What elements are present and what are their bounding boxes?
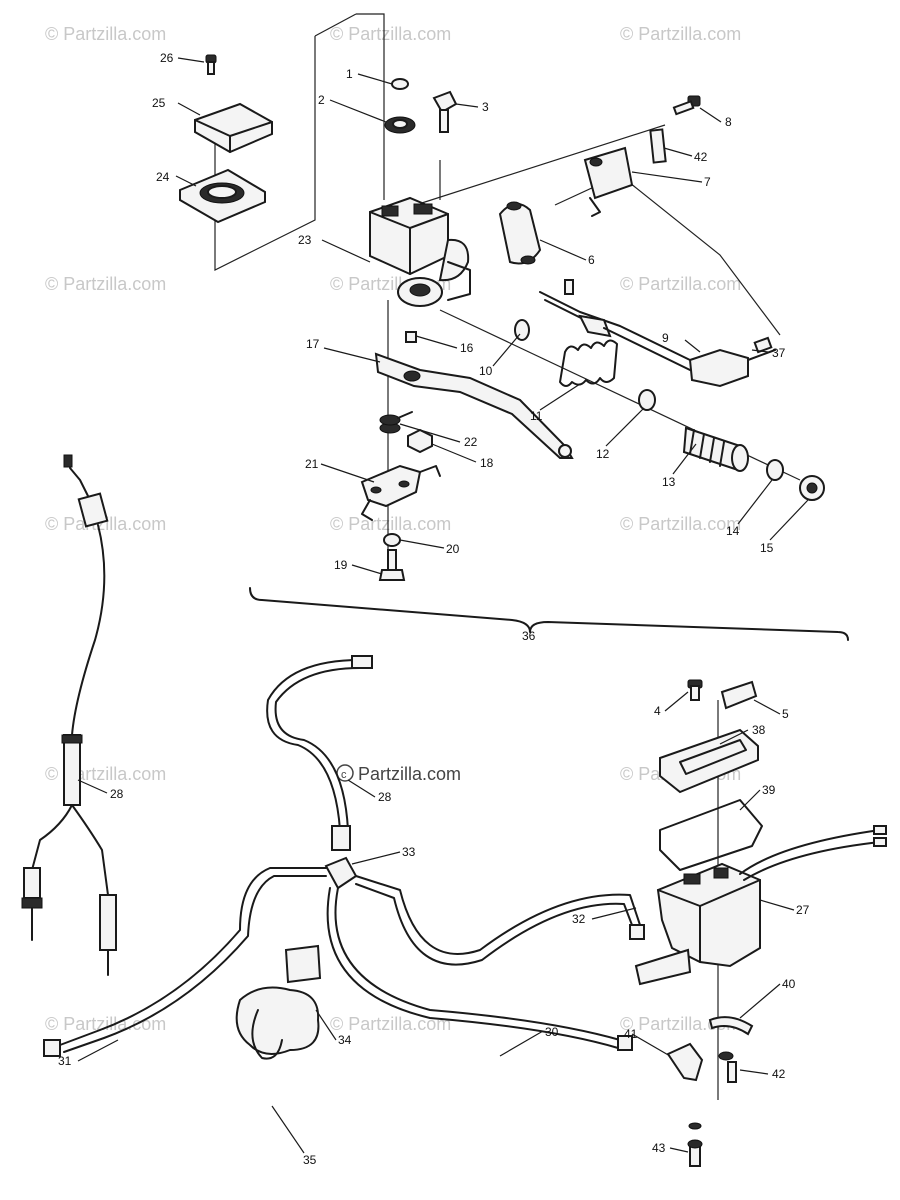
bolt-42 [727,1061,737,1083]
assembly-brace-36 [249,587,849,641]
callout-label: 38 [752,723,766,737]
nut-18 [407,428,433,454]
clip-40 [708,1016,754,1036]
diaphragm-24 [179,168,266,224]
master-cylinder-23 [369,196,471,307]
reservoir-cap-25 [194,102,273,154]
callout-label: 37 [772,346,786,360]
callout-label: 8 [725,115,732,129]
callout-label: 7 [704,175,711,189]
callout-label: 13 [662,475,676,489]
watermark-prominent-text: Partzilla.com [358,764,461,784]
watermark-text: © Partzilla.com [330,514,451,534]
spring-11 [559,339,618,387]
callout-label: 17 [306,337,320,351]
decal-42 [649,128,667,164]
master-cylinder-27 [634,679,887,1167]
watermark-text: © Partzilla.com [620,514,741,534]
cover-38 [659,728,759,794]
bracket-7 [583,146,634,217]
callout-label: 24 [156,170,170,184]
watermark-group: © Partzilla.com © Partzilla.com © Partzi… [45,24,741,1034]
clamp-6 [498,201,542,265]
callout-label: 6 [588,253,595,267]
callout-label: 30 [545,1025,559,1039]
ring-14 [766,459,784,481]
callout-label: 31 [58,1054,72,1068]
piston-13 [682,426,749,472]
callout-label: 5 [782,707,789,721]
callout-label: 15 [760,541,774,555]
callout-label: 35 [303,1153,317,1167]
callout-label: 39 [762,783,776,797]
pad-35 [235,986,320,1055]
watermark-text: © Partzilla.com [330,1014,451,1034]
callout-label: 18 [480,456,494,470]
callout-label: 34 [338,1033,352,1047]
brake-switch-9 [539,279,776,388]
callout-label: 42 [772,1067,786,1081]
callout-label: 41 [624,1027,638,1041]
callout-label: 26 [160,51,174,65]
callout-label: 27 [796,903,810,917]
callout-label: 20 [446,542,460,556]
callout-label: 23 [298,233,312,247]
screw-26 [205,54,217,75]
oring-12 [638,389,656,411]
callout-label: 43 [652,1141,666,1155]
callout-label: 16 [460,341,474,355]
washer-1 [391,78,409,90]
spring-22 [379,411,413,434]
nut-20 [383,533,401,547]
callout-label: 25 [152,96,166,110]
bracket-21 [360,464,441,521]
lever-17 [374,352,574,459]
callout-label: 22 [464,435,478,449]
callout-label: 42 [694,150,708,164]
callout-label: 1 [346,67,353,81]
callout-label: 12 [596,447,610,461]
bolt-8 [672,95,701,116]
watermark-prominent: c Partzilla.com [336,764,461,784]
callout-label: 9 [662,331,669,345]
watermark-text: © Partzilla.com [45,274,166,294]
watermark-text: © Partzilla.com [330,24,451,44]
bolt-43 [689,1145,701,1167]
callout-label: 28 [110,787,124,801]
brake-hoses [43,655,645,1060]
callout-label: 28 [378,790,392,804]
watermark-text: © Partzilla.com [45,1014,166,1034]
callout-label: 4 [654,704,661,718]
caliper-34 [284,944,322,984]
upper-assembly [179,54,825,581]
clamp-41 [666,1042,704,1082]
decal-5 [720,680,758,710]
callout-label: 36 [522,629,536,643]
throttle-cable-28 [21,454,117,976]
bushing-16 [405,331,417,343]
leader-lines [77,57,809,1154]
callout-label: 33 [402,845,416,859]
watermark-text: © Partzilla.com [45,24,166,44]
junction-33 [324,856,358,890]
svg-text:c: c [341,769,347,781]
callout-label: 10 [479,364,493,378]
gasket-39 [659,799,763,871]
callout-label: 32 [572,912,586,926]
callout-label: 2 [318,93,325,107]
callout-label: 14 [726,524,740,538]
callout-labels: 26 25 24 1 2 3 8 42 7 6 23 16 17 9 37 10… [58,51,810,1167]
watermark-text: © Partzilla.com [620,24,741,44]
bolt-19 [378,549,406,581]
callout-label: 19 [334,558,348,572]
watermark-text: © Partzilla.com [45,514,166,534]
callout-label: 21 [305,457,319,471]
watermark-text: © Partzilla.com [620,274,741,294]
callout-label: 40 [782,977,796,991]
callout-label: 11 [530,409,543,423]
callout-label: 3 [482,100,489,114]
bolt-3 [432,90,458,133]
